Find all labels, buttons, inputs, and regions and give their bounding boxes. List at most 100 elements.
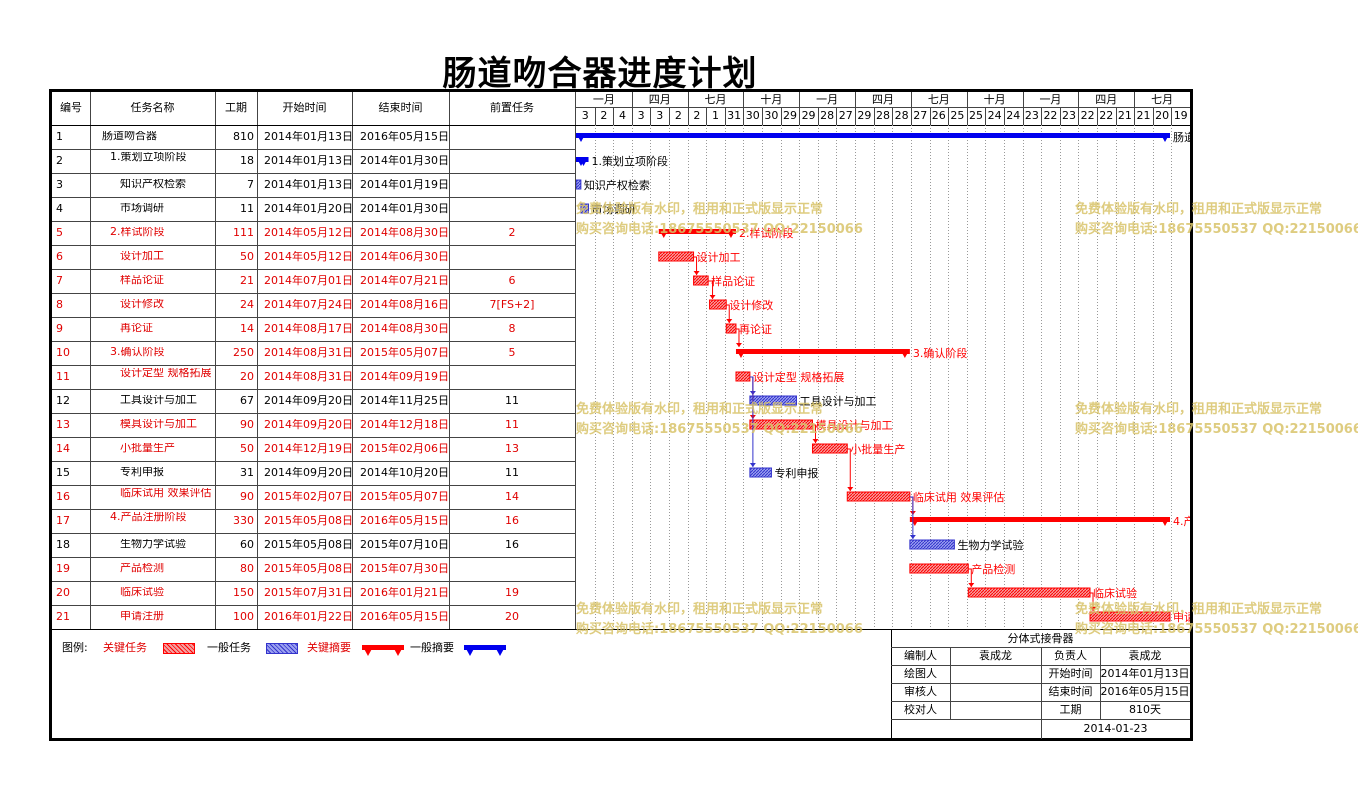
row-divider xyxy=(52,365,575,366)
timescale-month: 一月 xyxy=(816,94,839,106)
info-heading: 分体式接骨器 xyxy=(1007,633,1074,645)
task-bar-label: 设计定型 规格拓展 xyxy=(753,370,845,384)
row-end: 2014年10月20日 xyxy=(360,467,449,479)
row-task-name: 设计加工 xyxy=(120,251,164,261)
timescale-day: 2 xyxy=(600,110,608,122)
timescale-day: 29 xyxy=(782,110,797,122)
column-header: 任务名称 xyxy=(130,102,175,114)
row-end: 2015年05月07日 xyxy=(360,491,449,503)
row-end: 2014年06月30日 xyxy=(360,251,449,263)
timescale-day-divider xyxy=(855,107,856,125)
timescale-month-divider xyxy=(855,92,856,107)
info-cell: 编制人 xyxy=(904,650,937,662)
task-bar-label: 模具设计与加工 xyxy=(815,419,892,432)
row-duration: 20 xyxy=(240,371,254,383)
dependency-arrow xyxy=(1090,607,1097,611)
row-duration: 60 xyxy=(240,539,254,551)
timescale-month: 一月 xyxy=(1039,94,1062,106)
info-date: 2014-01-23 xyxy=(1083,723,1148,735)
timescale-day-divider xyxy=(892,107,893,125)
row-task-name: 2.样试阶段 xyxy=(110,227,165,237)
timescale-month-divider xyxy=(911,92,912,107)
task-bar-label: 再论证 xyxy=(739,322,772,336)
timescale-day: 4 xyxy=(619,110,626,122)
timescale-day-divider xyxy=(1060,107,1061,125)
timescale-day-divider xyxy=(818,107,819,125)
task-bar-label: 设计修改 xyxy=(729,298,773,312)
column-header: 编号 xyxy=(60,102,82,114)
dependency-line xyxy=(1090,592,1094,611)
row-predecessor: 11 xyxy=(505,467,519,479)
timescale-day: 20 xyxy=(1155,110,1170,122)
summary-right-cap xyxy=(725,229,736,238)
summary-left-cap xyxy=(909,517,920,526)
row-duration: 24 xyxy=(240,299,254,311)
row-duration: 100 xyxy=(233,611,254,623)
info-cell: 校对人 xyxy=(904,704,937,716)
row-id: 13 xyxy=(56,419,70,431)
row-id: 20 xyxy=(56,587,70,599)
task-bar xyxy=(846,491,911,502)
row-duration: 14 xyxy=(240,323,254,335)
row-task-name: 临床试验 xyxy=(120,587,164,597)
row-task-name: 工具设计与加工 xyxy=(120,395,197,405)
row-divider xyxy=(52,341,575,342)
summary-left-cap xyxy=(735,349,746,358)
timescale-day-divider xyxy=(706,107,707,125)
row-predecessor: 6 xyxy=(508,275,516,287)
row-id: 1 xyxy=(56,131,63,143)
row-id: 8 xyxy=(56,299,63,311)
timescale-month: 四月 xyxy=(871,94,894,106)
timescale-day: 2 xyxy=(674,110,682,122)
row-id: 7 xyxy=(56,275,63,287)
row-predecessor: 14 xyxy=(505,491,519,503)
task-bar xyxy=(709,299,727,310)
row-task-name: 1.策划立项阶段 xyxy=(110,152,187,162)
info-cell: 袁成龙 xyxy=(1128,650,1162,662)
row-id: 3 xyxy=(56,179,63,191)
timescale-day-divider xyxy=(650,107,651,125)
row-predecessor: 20 xyxy=(505,611,519,623)
dependency-line xyxy=(708,280,714,299)
row-duration: 150 xyxy=(233,587,254,599)
info-cell: 负责人 xyxy=(1054,650,1087,662)
row-start: 2015年02月07日 xyxy=(264,491,353,503)
legend-item-label: 一般任务 xyxy=(207,642,251,654)
info-cell: 审核人 xyxy=(904,686,937,698)
row-id: 2 xyxy=(56,155,63,167)
info-row-divider xyxy=(891,719,1190,720)
column-header: 前置任务 xyxy=(490,102,534,114)
task-bar xyxy=(749,467,772,478)
task-bar xyxy=(693,275,709,286)
row-end: 2015年07月30日 xyxy=(360,563,449,575)
timescale-day-divider xyxy=(930,107,931,125)
summary-right-cap xyxy=(1160,133,1170,142)
task-bar-label: 市场调研 xyxy=(592,202,636,216)
timescale-day-divider xyxy=(743,107,744,125)
row-start: 2014年05月12日 xyxy=(264,227,353,239)
dependency-line xyxy=(735,328,740,347)
row-duration: 11 xyxy=(240,203,254,215)
task-bar-label: 临床试用 效果评估 xyxy=(913,490,1005,504)
row-end: 2014年11月25日 xyxy=(360,395,449,407)
row-start: 2014年09月20日 xyxy=(264,419,353,431)
column-header: 结束时间 xyxy=(378,102,423,114)
timescale-day: 22 xyxy=(1099,110,1114,122)
timescale-day-divider xyxy=(669,107,670,125)
row-start: 2014年01月13日 xyxy=(264,179,353,191)
info-cell: 810天 xyxy=(1129,704,1161,716)
task-bar xyxy=(658,251,695,262)
summary-bar xyxy=(909,517,1170,522)
summary-right-cap xyxy=(899,349,910,358)
task-bar-label: 专利申报 xyxy=(774,466,818,480)
timescale-day: 25 xyxy=(969,110,984,122)
timescale-day: 26 xyxy=(931,110,946,122)
column-header: 开始时间 xyxy=(282,102,327,114)
task-bar-label: 产品检测 xyxy=(971,562,1015,576)
timescale-day-divider xyxy=(632,107,633,125)
row-duration: 330 xyxy=(233,515,254,527)
timescale-day-divider xyxy=(613,107,614,125)
task-bar-label: 工具设计与加工 xyxy=(799,395,876,408)
task-bar-label: 小批量生产 xyxy=(850,442,905,456)
timescale-day-divider xyxy=(1023,107,1024,125)
